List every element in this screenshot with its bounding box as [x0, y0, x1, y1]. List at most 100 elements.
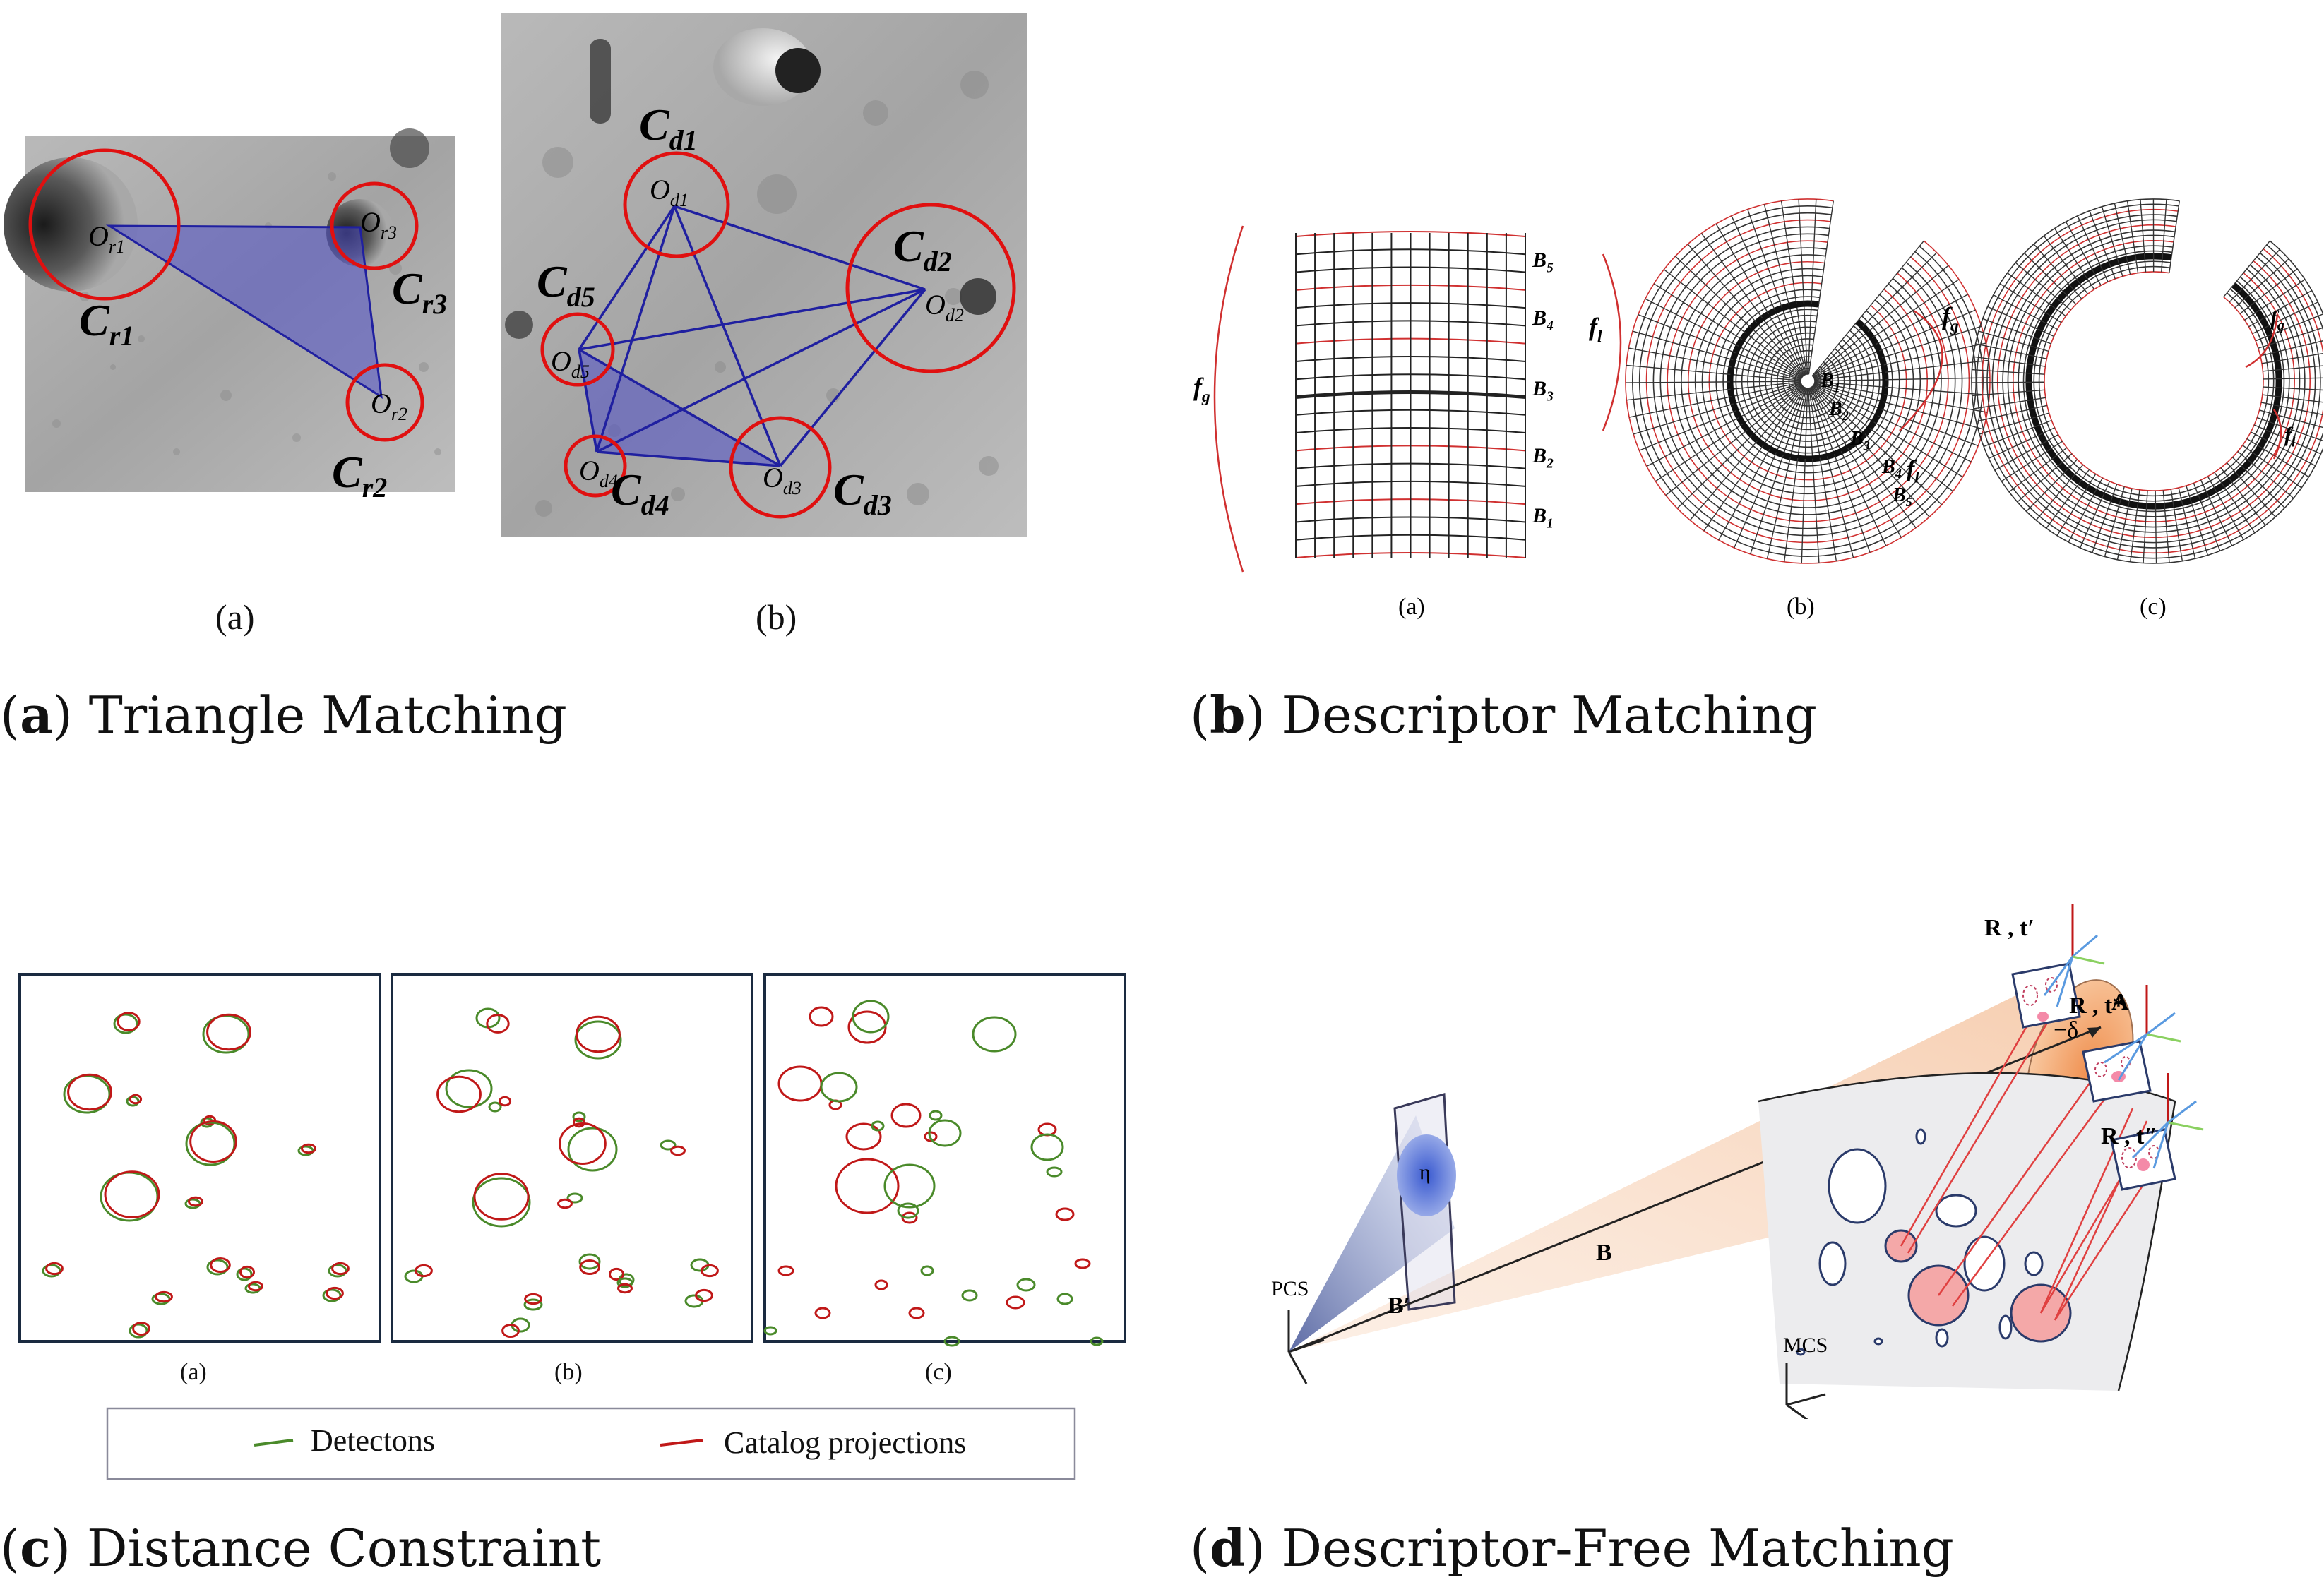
catalog-ellipse: [695, 1288, 713, 1302]
band-label-B1: B1: [1532, 504, 1554, 532]
triangle-ref: [105, 224, 383, 399]
crater-r3: [330, 181, 419, 270]
catalog-ellipse: [498, 1096, 512, 1107]
desc-sublabel-c: (c): [2140, 594, 2167, 620]
catalog-ellipse: [845, 1122, 882, 1151]
detection-ellipse: [871, 1120, 885, 1132]
detection-ellipse: [236, 1267, 253, 1281]
dist-box-b: [391, 973, 753, 1343]
catalog-ellipse: [777, 1265, 794, 1276]
detection-ellipse: [566, 1192, 583, 1204]
svg-text:Od4: Od4: [579, 455, 618, 491]
svg-text:Cd3: Cd3: [833, 465, 892, 521]
legend-box: [106, 1407, 1076, 1480]
catalog-ellipse: [67, 1073, 112, 1111]
detection-ellipse: [244, 1283, 261, 1294]
dist-box-a: [18, 973, 381, 1343]
label-rt3: R , t″: [2101, 1123, 2157, 1149]
b-label-B1: B1: [1820, 370, 1840, 395]
catalog-ellipse: [890, 1103, 922, 1128]
legend-green-label: Detectons: [311, 1423, 435, 1458]
catalog-ellipse: [45, 1262, 64, 1276]
desc-sublabel-b: (b): [1787, 594, 1815, 620]
catalog-ellipse: [874, 1279, 888, 1290]
detection-ellipse: [129, 1323, 148, 1339]
detection-ellipse: [943, 1336, 960, 1347]
detection-ellipse: [63, 1074, 111, 1114]
catalog-ellipse: [331, 1262, 350, 1276]
svg-text:Or3: Or3: [360, 206, 397, 243]
detection-ellipse: [929, 1110, 943, 1121]
ellipses-c: [763, 1000, 1104, 1347]
caption-c: (c) Distance Constraint: [0, 1518, 602, 1578]
band-label-B3: B3: [1532, 377, 1554, 405]
svg-text:Od2: Od2: [925, 289, 964, 325]
detection-ellipse: [961, 1289, 978, 1302]
label-fg-a: fg: [1193, 373, 1210, 406]
catalog-ellipse: [901, 1211, 918, 1224]
label-b: B: [1596, 1240, 1612, 1266]
svg-text:Cd2: Cd2: [893, 221, 952, 277]
detection-ellipse: [126, 1096, 140, 1107]
label-fg-b: fg: [1942, 302, 1959, 335]
catalog-ellipse: [415, 1264, 433, 1278]
desc-sublabel-a: (a): [1398, 594, 1425, 620]
detection-ellipse: [184, 1198, 201, 1209]
label-eta: η: [1419, 1161, 1431, 1184]
crater-d1: [623, 151, 730, 258]
detection-ellipse: [42, 1264, 61, 1278]
crater-d5: [540, 312, 615, 387]
catalog-ellipse: [203, 1115, 217, 1126]
detection-ellipse: [113, 1013, 138, 1034]
band-label-B2: B2: [1532, 444, 1554, 472]
detection-ellipse: [1046, 1166, 1063, 1178]
catalog-ellipse: [210, 1257, 231, 1273]
label-rt2: R , t*: [2069, 993, 2124, 1019]
ellipses-a: [42, 1012, 350, 1339]
detection-ellipse: [616, 1277, 633, 1288]
catalog-ellipse: [132, 1321, 150, 1336]
detection-ellipse: [883, 1163, 936, 1209]
legend-red-swatch: [660, 1439, 703, 1447]
detection-ellipse: [488, 1101, 502, 1113]
panel-a-figure: Or1 Or3 Or2 Cr1 Cr3 Cr2: [4, 13, 1027, 537]
catalog-ellipse: [301, 1143, 316, 1154]
detection-ellipse: [1090, 1336, 1104, 1346]
label-fg-c: fg: [2270, 306, 2284, 334]
catalog-ellipse: [501, 1323, 520, 1339]
panel-a: Or1 Or3 Or2 Cr1 Cr3 Cr2: [0, 0, 1059, 777]
svg-text:Cd4: Cd4: [611, 465, 669, 521]
catalog-ellipse: [436, 1075, 482, 1113]
catalog-ellipse: [847, 1010, 887, 1044]
catalog-ellipse: [248, 1281, 263, 1292]
ring-c: [1971, 198, 2324, 564]
detection-ellipse: [472, 1177, 531, 1228]
detection-ellipse: [972, 1016, 1017, 1053]
panel-a-sublabel-a: (a): [215, 597, 255, 637]
svg-text:Od3: Od3: [763, 462, 802, 498]
camera-planes: [2011, 962, 2176, 1191]
catalog-ellipse: [908, 1307, 925, 1319]
catalog-ellipse: [326, 1286, 344, 1300]
label-bprime: B′: [1388, 1293, 1410, 1319]
detection-ellipse: [1030, 1133, 1064, 1161]
catalog-ellipse: [239, 1265, 255, 1279]
catalog-ellipse: [117, 1012, 141, 1031]
panel-c: (a) (b) (c) Detectons Catalog projection…: [14, 967, 1137, 1490]
crater-r2: [345, 363, 424, 442]
detection-ellipse: [574, 1020, 622, 1060]
dist-sublabel-a: (a): [180, 1359, 207, 1385]
b-label-B5: B5: [1892, 484, 1912, 509]
moon-texture-right: [535, 71, 999, 517]
catalog-ellipse: [609, 1267, 624, 1281]
detection-ellipse: [328, 1264, 347, 1278]
detection-ellipse: [852, 1000, 890, 1034]
catalog-ellipse: [559, 1122, 607, 1165]
descriptor-figure: fgflB5B4B3B2B1(a)fgB1B2B3B4B5fl(b)fgfl(c…: [1193, 198, 2324, 620]
catalog-ellipse: [777, 1065, 823, 1102]
catalog-ellipse: [701, 1264, 719, 1278]
detection-ellipse: [578, 1253, 601, 1270]
panel-a-sublabel-b: (b): [756, 597, 797, 637]
catalog-ellipse: [572, 1117, 586, 1128]
svg-text:Cd5: Cd5: [537, 256, 595, 313]
